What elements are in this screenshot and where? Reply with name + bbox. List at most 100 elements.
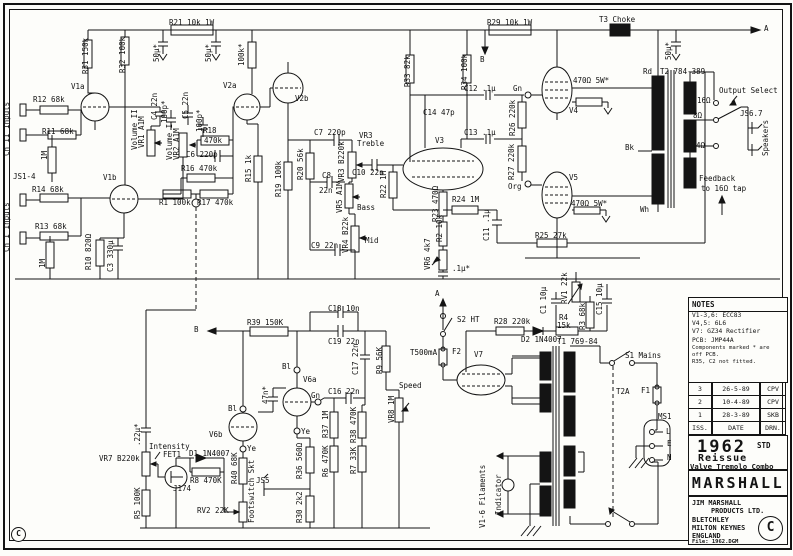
label-c11: C11 .1µ [482, 209, 491, 241]
label-c47n: 47n* [261, 385, 270, 404]
label-js14: JS1-4 [13, 172, 36, 181]
label-ch1: Ch I Inputs [2, 202, 11, 252]
label-intensity: Intensity [149, 442, 190, 451]
label-c6: C6 220p [186, 150, 218, 159]
label-c9: C9 22n [311, 241, 339, 250]
label-gn1: Gn [513, 84, 523, 93]
label-ye2: Ye [301, 427, 311, 436]
company-name-2: PRODUCTS LTD. [711, 507, 765, 515]
label-r15: R15 1k [244, 154, 253, 182]
label-v5: V5 [569, 173, 579, 182]
label-vr1: VR1 A1M [137, 116, 146, 148]
label-r36: R36 560Ω [295, 442, 304, 479]
label-r20: R20 56k [296, 148, 305, 180]
label-m1a: 1M [40, 150, 49, 160]
label-fb2: to 16Ω tap [701, 184, 747, 193]
copyright-mark: C [758, 516, 783, 541]
label-wh: Wh [640, 205, 650, 214]
label-r38: R38 470K [349, 406, 358, 443]
label-vr3v: VR3 B220k [337, 141, 346, 182]
label-d1: D1 1N4007 [189, 449, 230, 458]
label-vr3a: VR3 [359, 131, 373, 140]
revision-footer: ISS. DATE DRN. [688, 422, 788, 435]
label-cap50b: 50µ* [204, 43, 213, 62]
label-r24: R24 1M [452, 195, 480, 204]
label-vr4: VR4 B22k [341, 216, 350, 253]
label-r12: R12 68k [33, 95, 65, 104]
label-ye1: Ye [247, 444, 257, 453]
label-a1: A [764, 24, 769, 33]
label-r19: R19 100k [274, 160, 283, 197]
label-js67: JS6.7 [740, 109, 763, 118]
label-vr7: VR7 B220k [99, 454, 140, 463]
label-r18: R18 [203, 126, 217, 135]
label-spk: Speakers [761, 119, 770, 156]
label-c1: C1 10µ [539, 286, 548, 314]
label-c5: C5 22n [181, 91, 190, 119]
label-c8b: 22n [319, 186, 333, 195]
label-c18: C18 10n [328, 304, 360, 313]
label-vr2: VR2 A1M [172, 128, 181, 160]
label-c8a: C8 [322, 171, 332, 180]
rev-cell: DATE [712, 422, 760, 435]
revision-row: 3 26-5-89 CPV [688, 383, 788, 396]
label-org: Org [508, 182, 522, 191]
rev-cell: 28-3-89 [712, 409, 760, 422]
label-ind: Indicator [494, 474, 503, 515]
notes-title: NOTES [689, 298, 787, 312]
label-r17: R17 470k [197, 198, 234, 207]
label-vr5: VR5 A1M [335, 181, 344, 213]
label-c16: C16 22n [328, 387, 360, 396]
rev-cell: CPV [760, 396, 786, 409]
label-gn2: Gn [311, 391, 321, 400]
model-reissue: Reissue [698, 453, 748, 464]
model-std: STD [757, 441, 771, 450]
label-rv1: RV1 22k [560, 272, 569, 304]
label-bl1: Bl [282, 362, 292, 371]
label-vr3b: Treble [357, 139, 385, 148]
company-addr-1: BLETCHLEY [692, 516, 729, 524]
notes-line: PCB: JMP44A [692, 336, 734, 344]
rev-cell: 2 [688, 396, 712, 409]
label-ohm8: 8Ω [693, 111, 703, 120]
label-fil: V1-6 Filaments [478, 464, 487, 528]
label-r3: R3 68k [578, 302, 587, 330]
label-r16: R16 470k [181, 164, 218, 173]
label-cap50a: 50µ* [152, 43, 161, 62]
label-c4: C4 22n [150, 92, 159, 120]
rev-cell: DRN. [760, 422, 786, 435]
label-c10: C10 22n [352, 168, 384, 177]
label-c13: C13 .1µ [464, 128, 496, 137]
notes-line: V1-3,6: ECC83 [692, 312, 742, 319]
label-r5: R5 100K [133, 487, 142, 519]
label-r14: R14 68k [32, 185, 64, 194]
label-f1: F1 [641, 386, 651, 395]
label-p100a: 100p* [160, 100, 169, 123]
label-r39: R39 150K [247, 318, 284, 327]
label-v1a: V1a [71, 82, 85, 91]
rev-cell: ISS. [688, 422, 712, 435]
label-t3: T3 Choke [599, 15, 636, 24]
label-c7: C7 220p [314, 128, 346, 137]
label-fet1: FET1 [163, 450, 182, 459]
label-t2: T2 784-389 [660, 67, 706, 76]
label-pl: L [666, 427, 671, 436]
brand-logo: MARSHALL [688, 470, 788, 496]
label-r6: R6 470K [321, 445, 330, 477]
label-ms1: MS1 [658, 412, 672, 421]
label-b1: B [480, 55, 485, 64]
notes-line: V7: GZ34 Rectifier [692, 328, 761, 336]
label-bass: Bass [357, 203, 376, 212]
label-c14: C14 47p [423, 108, 455, 117]
label-r27: R27 220k [507, 143, 516, 180]
label-r13: R13 68k [35, 222, 67, 231]
label-fsw: Footswitch Skt [247, 459, 256, 523]
label-ohm4: 4Ω [696, 141, 706, 150]
label-mid: Mid [365, 236, 379, 245]
label-c3: C3 330µ [106, 240, 115, 272]
sheet-border-inner [9, 9, 783, 541]
model-number: 1962 [697, 437, 746, 457]
label-r21: R21 10k 1W [169, 18, 215, 27]
label-s1: S1 Mains [625, 351, 662, 360]
